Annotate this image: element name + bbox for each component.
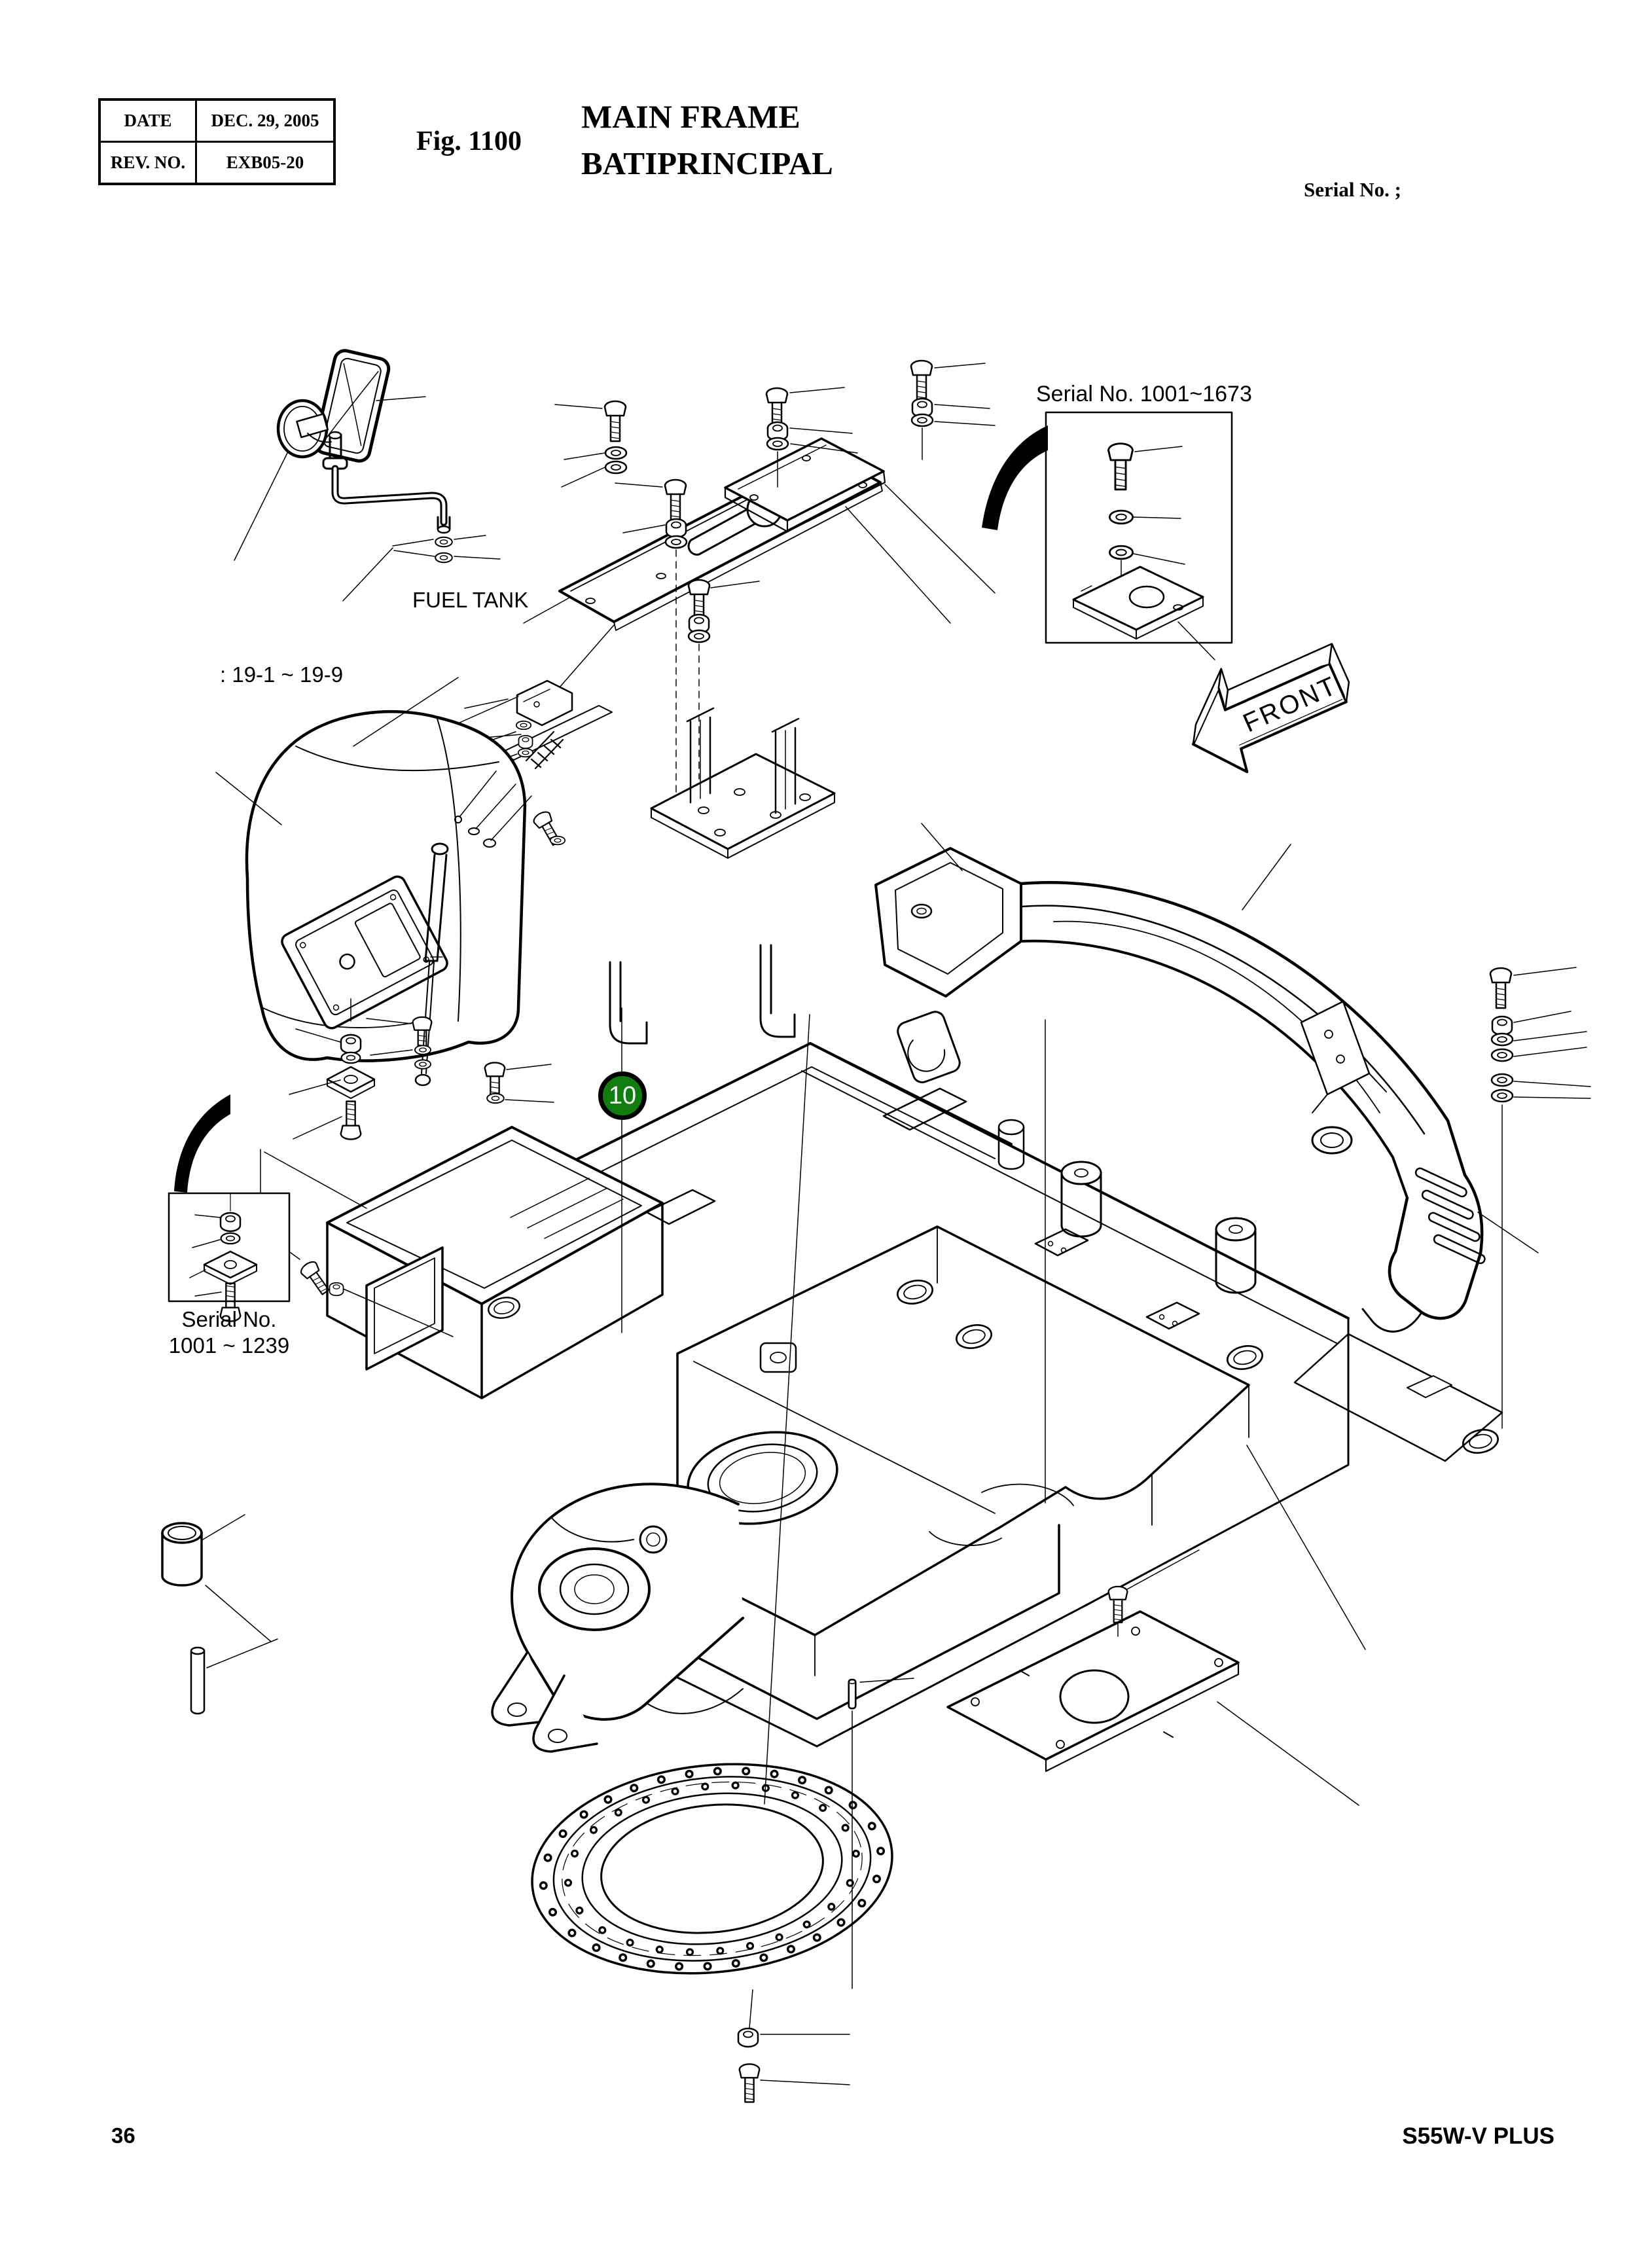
- table-row: DATE DEC. 29, 2005: [98, 98, 336, 143]
- revision-table: DATE DEC. 29, 2005 REV. NO. EXB05-20: [98, 98, 336, 185]
- rev-no-value: EXB05-20: [195, 141, 336, 185]
- tank-fasteners: [289, 998, 433, 1140]
- bottom-cover-plate: [946, 1549, 1359, 1806]
- fuel-tank-cover: [215, 677, 527, 1062]
- fuel-tank-label: FUEL TANK: [412, 588, 529, 612]
- leader-lines: [270, 1007, 1366, 1805]
- main-frame: [326, 944, 1503, 1753]
- inset-left-serial-line1: Serial No.: [181, 1307, 277, 1331]
- page-number: 36: [111, 2123, 135, 2148]
- gas-strut: [414, 770, 554, 1104]
- bushing-parts: [161, 1514, 278, 1715]
- ref-range-label: : 19-1 ~ 19-9: [220, 662, 344, 687]
- bearing-fasteners: [737, 1678, 914, 2103]
- swoosh-arrow-left: [174, 1094, 230, 1193]
- mirror-assembly: [234, 349, 501, 602]
- title-english: MAIN FRAME: [581, 98, 800, 135]
- date-label: DATE: [98, 98, 197, 143]
- figure-number: Fig. 1100: [416, 126, 522, 156]
- swing-bearing: [531, 1763, 893, 1975]
- inset-top-right: [982, 411, 1233, 660]
- inset-left-serial-label: Serial No. 1001 ~ 1239: [161, 1306, 297, 1359]
- counterweight: [874, 823, 1591, 1457]
- inset-left: [168, 1094, 367, 1322]
- serial-note: Serial No. ;: [1304, 178, 1401, 201]
- inset-top-serial-label: Serial No. 1001~1673: [1036, 382, 1252, 406]
- part-callout-number: 10: [608, 1081, 637, 1109]
- date-value: DEC. 29, 2005: [195, 98, 336, 143]
- table-row: REV. NO. EXB05-20: [98, 141, 336, 185]
- front-arrow: FRONT: [1192, 643, 1350, 774]
- top-cover-plate-assembly: [523, 359, 996, 794]
- swoosh-arrow-top: [982, 425, 1048, 530]
- mount-bracket-cluster: [458, 679, 613, 849]
- page-title: MAIN FRAME BATIPRINCIPAL: [581, 93, 833, 187]
- title-french: BATIPRINCIPAL: [581, 145, 833, 181]
- part-callout-badge: 10: [598, 1071, 647, 1120]
- model-code: S55W-V PLUS: [1402, 2123, 1554, 2149]
- rev-no-label: REV. NO.: [98, 141, 197, 185]
- stand-bracket: [650, 707, 836, 859]
- inset-left-serial-line2: 1001 ~ 1239: [168, 1333, 290, 1358]
